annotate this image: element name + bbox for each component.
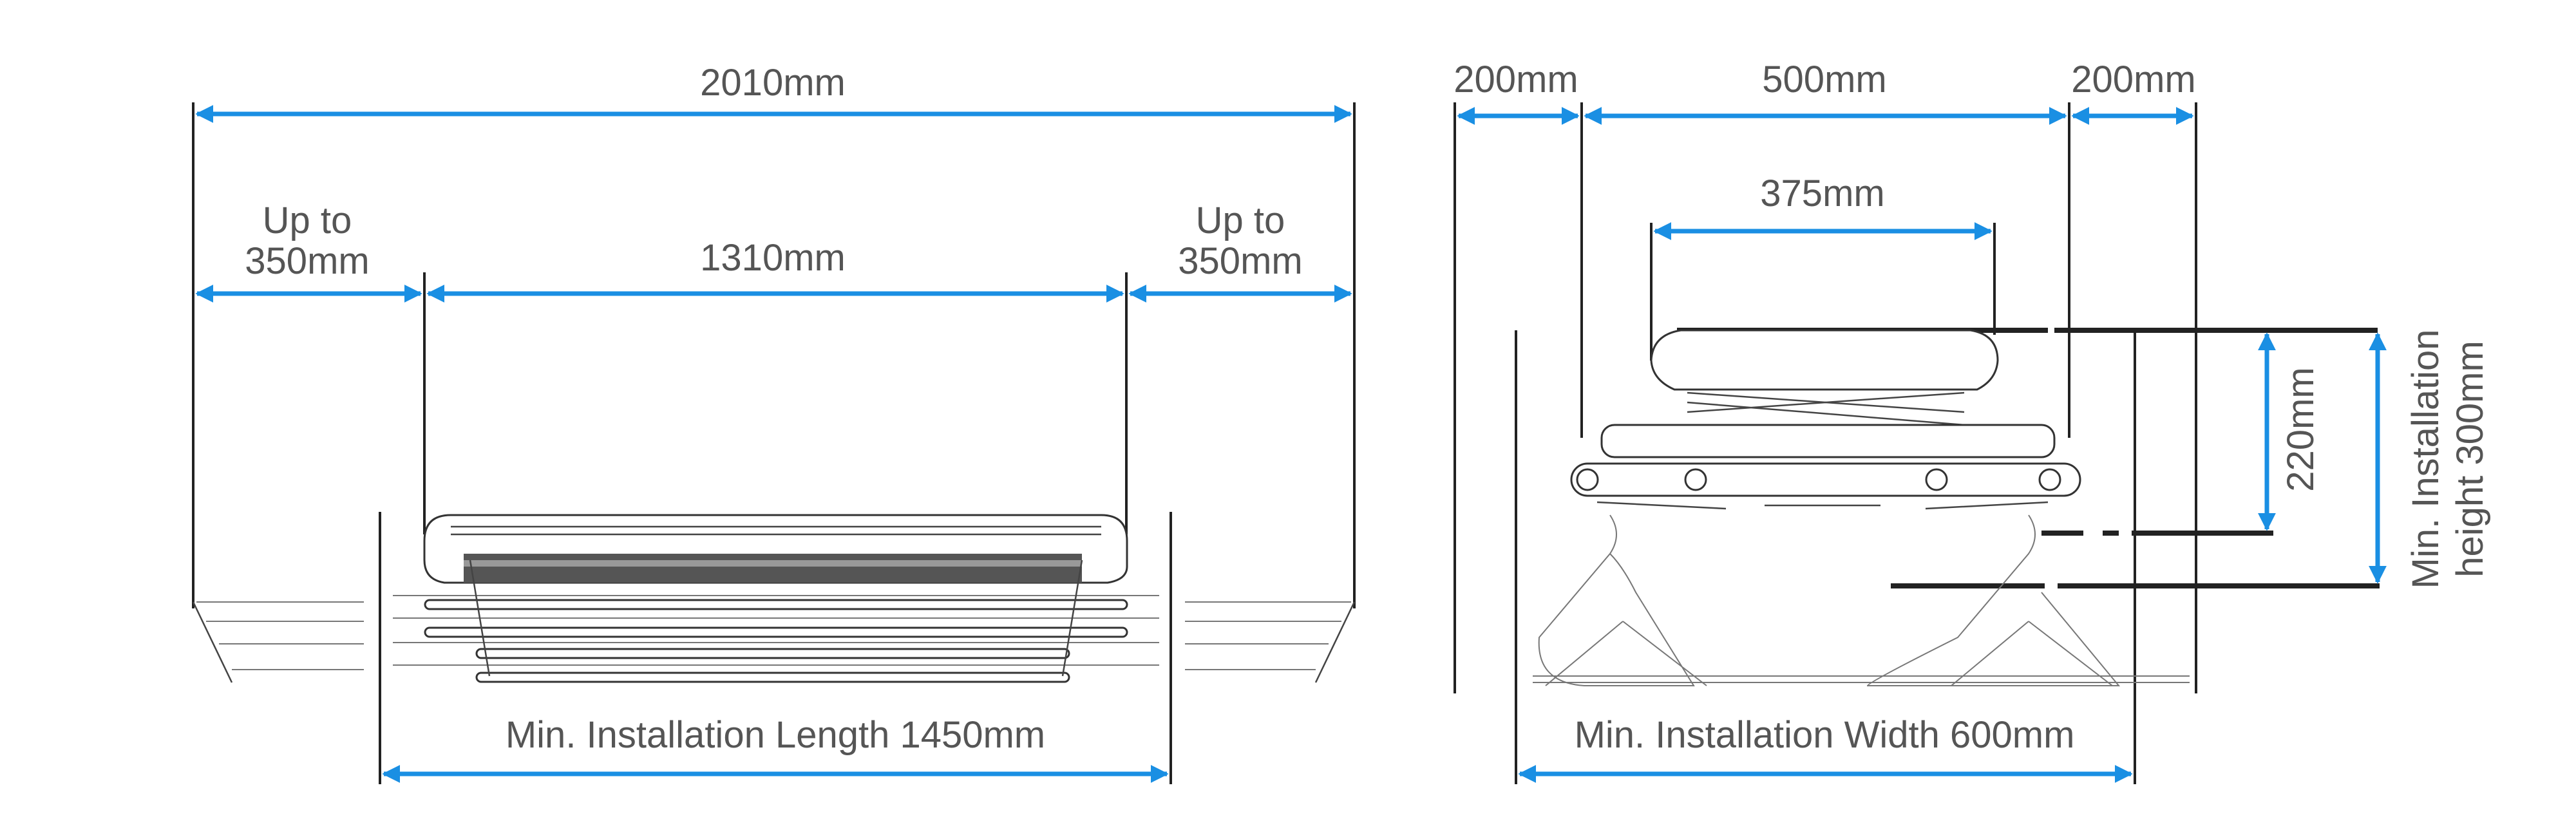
right-extension-label-2: 350mm (1178, 240, 1302, 282)
drying-rack-front-illustration (1533, 329, 2190, 686)
unit-width-label: 500mm (1762, 59, 1886, 100)
min-width-label: Min. Installation Width 600mm (1575, 714, 2075, 756)
retracted-height-label: 220mm (2280, 367, 2322, 491)
overall-length-label: 2010mm (700, 62, 846, 104)
width-view: 200mm 500mm 200mm 375mm 220mm Min. Insta… (1454, 59, 2491, 784)
min-length-label: Min. Installation Length 1450mm (506, 714, 1045, 756)
left-extension-label-2: 350mm (245, 240, 369, 282)
min-height-label-1: Min. Installation (2405, 330, 2447, 589)
left-clearance-label: 200mm (1454, 59, 1578, 100)
drying-rack-side-illustration (192, 514, 1356, 683)
center-length-label: 1310mm (700, 237, 846, 279)
left-extension-label-1: Up to (263, 200, 352, 241)
min-height-label-2: height 300mm (2449, 341, 2491, 578)
top-width-label: 375mm (1760, 173, 1884, 214)
right-extension-label-1: Up to (1196, 200, 1285, 241)
length-view: 2010mm Up to 350mm 1310mm Up to 350mm Mi… (192, 62, 1356, 784)
right-clearance-label: 200mm (2071, 59, 2195, 100)
